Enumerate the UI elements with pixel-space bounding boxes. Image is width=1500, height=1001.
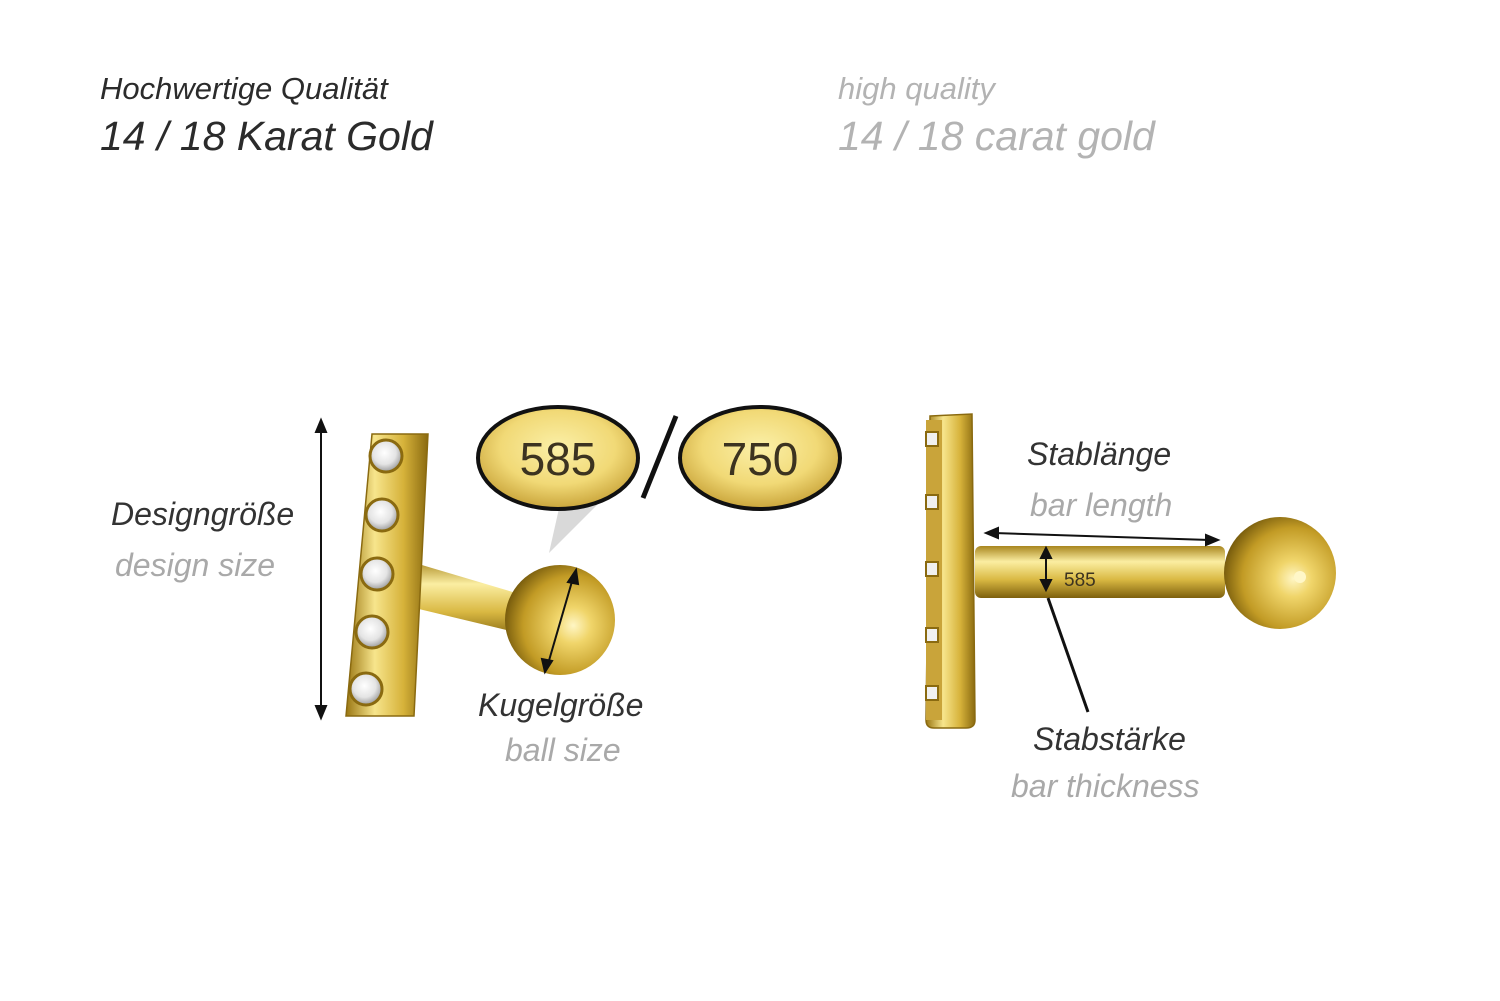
hallmark-separator-slash xyxy=(640,415,679,499)
right-bar-shaft xyxy=(975,546,1225,598)
header-en-subtitle: high quality xyxy=(838,71,995,106)
bar-thickness-leader-line xyxy=(1046,597,1090,713)
bar-length-label-en: bar length xyxy=(1030,487,1173,523)
bar-thickness-label-en: bar thickness xyxy=(1011,768,1200,804)
bar-length-label-de: Stablänge xyxy=(1027,436,1172,472)
ball-size-label-en: ball size xyxy=(505,732,621,768)
header-de-subtitle: Hochwertige Qualität xyxy=(100,71,388,106)
design-size-label-de: Designgröße xyxy=(111,496,295,532)
ball-size-arrow xyxy=(540,567,580,675)
header-en-title: 14 / 18 carat gold xyxy=(838,113,1155,159)
design-size-label-en: design size xyxy=(115,547,276,583)
right-ball-highlight xyxy=(1294,571,1306,583)
hallmark-585-text: 585 xyxy=(519,433,597,485)
header-de-title: 14 / 18 Karat Gold xyxy=(100,113,433,159)
hallmark-585-oval xyxy=(476,405,640,511)
bar-thickness-label-de: Stabstärke xyxy=(1033,721,1186,757)
right-engraving-text: 585 xyxy=(1064,570,1096,591)
ball-size-label-de: Kugelgröße xyxy=(478,687,644,723)
right-ball xyxy=(1224,517,1336,629)
hallmark-750-oval xyxy=(678,405,842,511)
hallmark-callout-pointer xyxy=(549,504,598,553)
bar-thickness-arrow xyxy=(1039,545,1053,593)
hallmark-750-text: 750 xyxy=(721,433,799,485)
right-stones-edge xyxy=(925,431,939,701)
design-size-arrow xyxy=(314,417,328,721)
bar-length-arrow xyxy=(983,526,1221,547)
left-stones xyxy=(348,438,404,707)
